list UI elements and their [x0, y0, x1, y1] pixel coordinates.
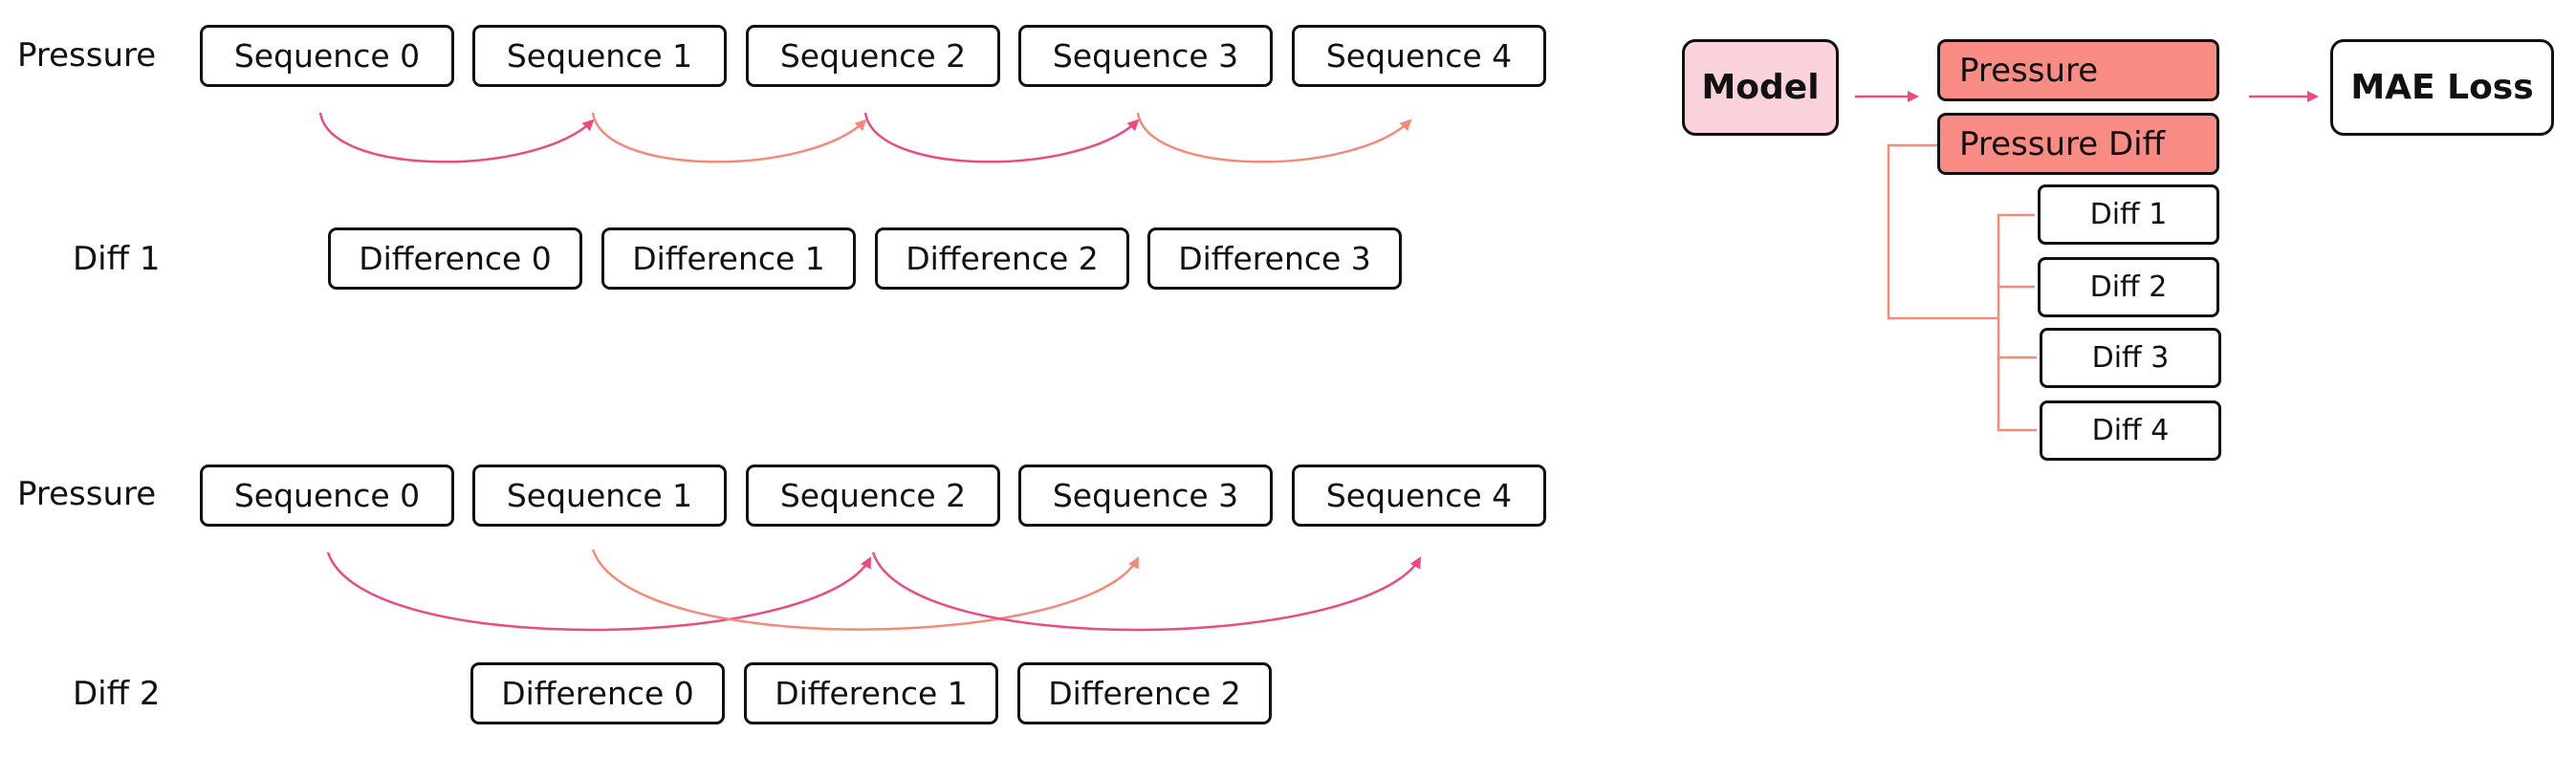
diff-4-box: Diff 4 [2040, 400, 2221, 461]
diff1-arc-1 [591, 112, 867, 163]
panel2-diff-label: Diff 2 [73, 675, 161, 713]
panel1-diff-label: Diff 1 [73, 240, 161, 278]
pressure-diff-tree-line [1887, 143, 1998, 320]
panel1-sequence-1: Sequence 1 [472, 25, 727, 87]
diff-1-box: Diff 1 [2038, 184, 2219, 245]
mae-loss-box: MAE Loss [2330, 39, 2554, 136]
diff1-arc-0 [318, 112, 595, 163]
panel1-sequence-0: Sequence 0 [200, 25, 454, 87]
diff-2-box: Diff 2 [2038, 257, 2219, 317]
panel1-difference-3: Difference 3 [1147, 227, 1402, 290]
panel2-difference-2: Difference 2 [1017, 662, 1272, 724]
panel2-sequence-2: Sequence 2 [746, 465, 1000, 527]
panel2-pressure-label: Pressure [17, 475, 157, 513]
panel2-sequence-4: Sequence 4 [1292, 465, 1546, 527]
diff2-arc-0 [326, 551, 872, 632]
model-box: Model [1682, 39, 1839, 136]
panel2-sequence-1: Sequence 1 [472, 465, 727, 527]
panel1-sequence-4: Sequence 4 [1292, 25, 1546, 87]
output-pressure-diff-box: Pressure Diff [1937, 113, 2219, 175]
panel2-sequence-0: Sequence 0 [200, 465, 454, 527]
diff1-arc-3 [1136, 112, 1412, 163]
diff2-arc-2 [871, 551, 1422, 632]
panel1-difference-2: Difference 2 [875, 227, 1129, 290]
panel1-difference-1: Difference 1 [601, 227, 856, 290]
diff1-arc-2 [863, 112, 1140, 163]
panel1-sequence-3: Sequence 3 [1018, 25, 1273, 87]
panel2-difference-0: Difference 0 [470, 662, 725, 724]
panel2-difference-1: Difference 1 [744, 662, 998, 724]
diff-3-box: Diff 3 [2040, 328, 2221, 388]
panel1-sequence-2: Sequence 2 [746, 25, 1000, 87]
panel1-difference-0: Difference 0 [328, 227, 582, 290]
panel2-sequence-3: Sequence 3 [1018, 465, 1273, 527]
diff2-arc-1 [591, 549, 1140, 631]
panel1-pressure-label: Pressure [17, 36, 157, 75]
diffs-tree-line [1997, 213, 2037, 432]
output-pressure-box: Pressure [1937, 39, 2219, 101]
